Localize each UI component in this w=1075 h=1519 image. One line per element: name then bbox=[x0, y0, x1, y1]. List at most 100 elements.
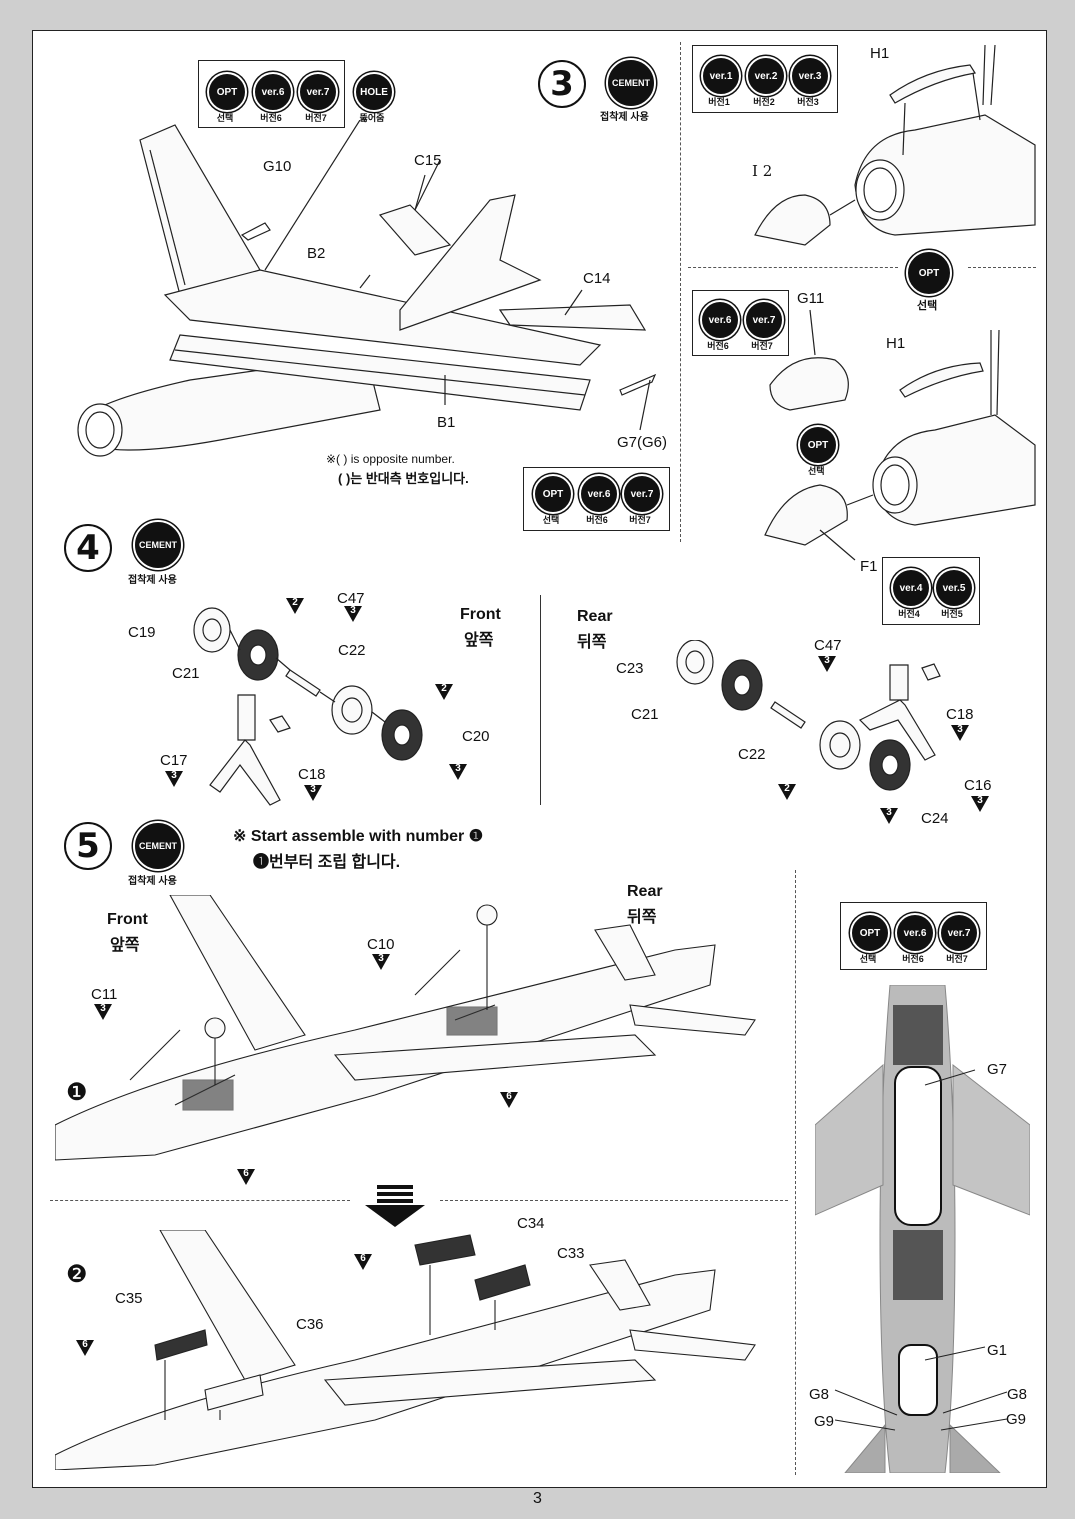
divider-right-mid bbox=[688, 267, 898, 268]
cement-badge-step4: CEMENT bbox=[133, 520, 183, 570]
assembly-note-ko: ❶번부터 조립 합니다. bbox=[253, 854, 401, 871]
hole-caption: 뚫어줌 bbox=[359, 113, 385, 123]
divider-step5-sub bbox=[50, 1200, 350, 1201]
ver7-caption-2: 버전7 bbox=[629, 515, 651, 525]
tri-marker bbox=[435, 684, 453, 700]
part-C34: C34 bbox=[517, 1215, 545, 1232]
hole-badge: HOLE bbox=[354, 72, 394, 112]
ver4-caption: 버전4 bbox=[898, 609, 920, 619]
rear-label-ko: 뒤쪽 bbox=[577, 634, 607, 651]
ver6-caption-right: 버전6 bbox=[707, 341, 729, 351]
fuselage-drawing-2 bbox=[55, 1230, 756, 1470]
tri-marker bbox=[500, 1092, 518, 1108]
tri-number: 6 bbox=[82, 1339, 88, 1350]
tri-marker bbox=[304, 785, 322, 801]
tri-number: 3 bbox=[310, 784, 316, 795]
divider-step4 bbox=[540, 595, 541, 805]
part-C36: C36 bbox=[296, 1316, 324, 1333]
ver3-caption: 버전3 bbox=[797, 97, 819, 107]
tri-number: 3 bbox=[455, 763, 461, 774]
divider-step5-sub-2 bbox=[440, 1200, 788, 1201]
part-C24: C24 bbox=[921, 810, 949, 827]
ver7-badge-right: ver.7 bbox=[744, 300, 784, 340]
rear-label-ko-step5: 뒤쪽 bbox=[627, 909, 657, 926]
part-G7-G6: G7(G6) bbox=[617, 434, 668, 451]
part-F1: F1 bbox=[860, 558, 878, 575]
tri-marker bbox=[344, 606, 362, 622]
step-4-number: 4 bbox=[64, 524, 112, 572]
tri-number: 3 bbox=[886, 807, 892, 818]
part-C21-front: C21 bbox=[172, 665, 200, 682]
opt-badge-2: OPT bbox=[533, 474, 573, 514]
ver6-badge-step5: ver.6 bbox=[895, 913, 935, 953]
tri-marker bbox=[94, 1004, 112, 1020]
opt-caption-right: 선택 bbox=[917, 300, 938, 312]
part-C16: C16 bbox=[964, 777, 992, 794]
tri-marker bbox=[880, 808, 898, 824]
ver2-badge: ver.2 bbox=[746, 56, 786, 96]
opposite-number-note-en: ※( ) is opposite number. bbox=[326, 452, 455, 466]
divider-right-mid-2 bbox=[968, 267, 1036, 268]
part-C47-rear: C47 bbox=[814, 637, 842, 654]
opt-badge-step5: OPT bbox=[850, 913, 890, 953]
underside-drawing bbox=[815, 985, 1030, 1473]
ver7-caption: 버전7 bbox=[305, 113, 327, 123]
part-B1: B1 bbox=[437, 414, 456, 431]
tri-marker bbox=[778, 784, 796, 800]
divider-vertical-step5 bbox=[795, 870, 796, 1475]
front-gear-drawing bbox=[193, 607, 423, 806]
part-G7-bottom: G7 bbox=[987, 1061, 1008, 1078]
part-C23: C23 bbox=[616, 660, 644, 677]
assembly-note-en: ※ Start assemble with number ❶ bbox=[233, 828, 484, 845]
tri-number: 2 bbox=[441, 683, 447, 694]
part-C20: C20 bbox=[462, 728, 490, 745]
tri-marker bbox=[818, 656, 836, 672]
opt-caption-step5: 선택 bbox=[859, 954, 877, 964]
part-G1: G1 bbox=[987, 1342, 1008, 1359]
ver1-caption: 버전1 bbox=[708, 97, 730, 107]
part-C35: C35 bbox=[115, 1290, 143, 1307]
tri-number: 2 bbox=[292, 597, 298, 608]
part-C22-rear: C22 bbox=[738, 746, 766, 763]
step3-wing-tail-drawing bbox=[77, 120, 657, 457]
front-label-en: Front bbox=[460, 606, 501, 623]
part-C18-rear: C18 bbox=[946, 706, 974, 723]
opt-badge: OPT bbox=[207, 72, 247, 112]
ver6-caption: 버전6 bbox=[260, 113, 282, 123]
nose-drawing-bottom bbox=[764, 309, 1036, 561]
tri-number: 6 bbox=[243, 1168, 249, 1179]
arrow-down-icon bbox=[365, 1185, 425, 1227]
ver6-badge-right: ver.6 bbox=[700, 300, 740, 340]
ver6-caption-2: 버전6 bbox=[586, 515, 608, 525]
ver7-badge-step5: ver.7 bbox=[939, 913, 979, 953]
part-C21-rear: C21 bbox=[631, 706, 659, 723]
rear-gear-drawing bbox=[676, 640, 941, 791]
part-C11: C11 bbox=[91, 986, 118, 1003]
rear-label-en-step5: Rear bbox=[627, 883, 663, 900]
tri-marker bbox=[449, 764, 467, 780]
tri-marker bbox=[76, 1340, 94, 1356]
ver7-caption-right: 버전7 bbox=[751, 341, 773, 351]
tri-marker bbox=[237, 1169, 255, 1185]
tri-marker bbox=[971, 796, 989, 812]
part-C18-front: C18 bbox=[298, 766, 326, 783]
part-H1-top: H1 bbox=[870, 45, 890, 62]
cement-caption-step4: 접착제 사용 bbox=[128, 575, 177, 586]
rear-label-en: Rear bbox=[577, 608, 613, 625]
opt-caption-2: 선택 bbox=[542, 515, 560, 525]
cement-badge-step3: CEMENT bbox=[606, 58, 656, 108]
part-C15: C15 bbox=[414, 152, 442, 169]
sub-step-2: ❷ bbox=[66, 1261, 88, 1288]
tri-number: 3 bbox=[378, 953, 384, 964]
part-C19: C19 bbox=[128, 624, 156, 641]
tri-marker bbox=[354, 1254, 372, 1270]
tri-number: 3 bbox=[171, 770, 177, 781]
tri-marker bbox=[951, 725, 969, 741]
opposite-number-note-ko: ( )는 반대측 번호입니다. bbox=[338, 471, 469, 486]
tri-marker bbox=[286, 598, 304, 614]
ver1-badge: ver.1 bbox=[701, 56, 741, 96]
tri-number: 2 bbox=[784, 783, 790, 794]
part-B2: B2 bbox=[307, 245, 326, 262]
ver7-badge: ver.7 bbox=[298, 72, 338, 112]
tri-number: 3 bbox=[957, 724, 963, 735]
